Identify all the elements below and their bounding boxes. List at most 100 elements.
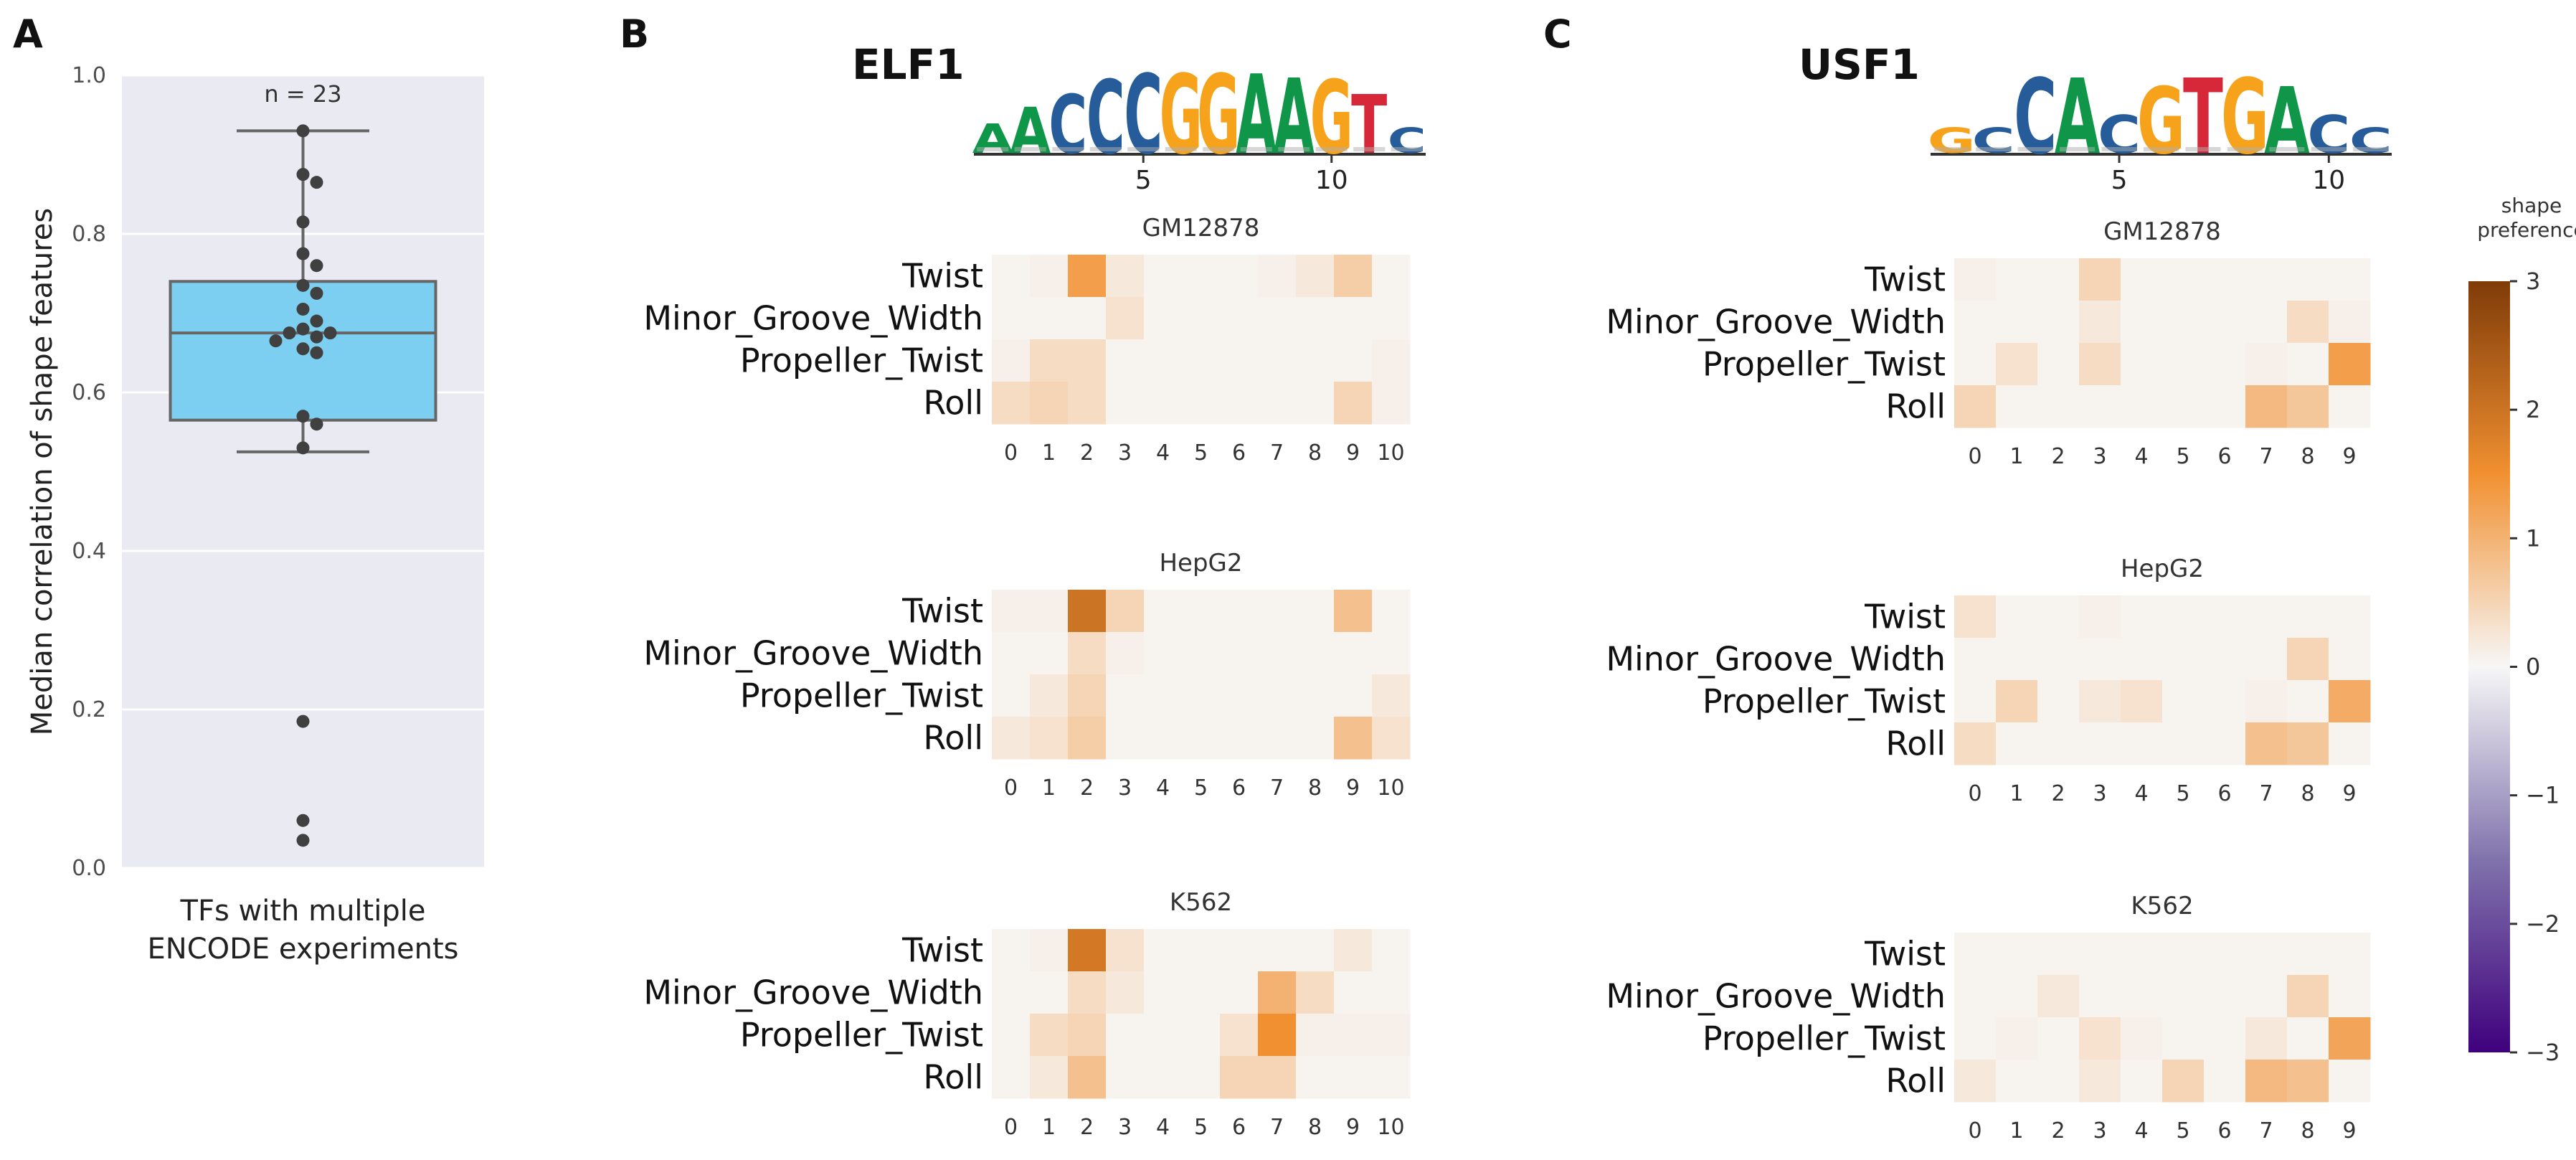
column-label: 6 [1232, 1115, 1246, 1140]
heatmap-cell [2287, 343, 2329, 386]
heatmap-cell [2245, 258, 2288, 301]
heatmap-cell [1954, 638, 1997, 681]
heatmap-cell [2037, 1017, 2080, 1060]
column-label: 1 [2009, 781, 2023, 806]
logo-minor-stack [1391, 147, 1423, 151]
column-label: 7 [2259, 781, 2273, 806]
heatmap-cell [2121, 595, 2163, 638]
heatmap-cell [1220, 339, 1259, 382]
heatmap-cell [2037, 385, 2080, 428]
logo-letter: A [1274, 57, 1315, 177]
heatmap-cell [2245, 933, 2288, 976]
heatmap-cell [1334, 1014, 1373, 1057]
heatmap-cell [2162, 638, 2205, 681]
heatmap-hepg2: HepG2TwistMinor_Groove_WidthPropeller_Tw… [1606, 555, 2371, 806]
heatmap-cell [1182, 1014, 1221, 1057]
logo-letter: A [2055, 57, 2101, 177]
column-label: 0 [1004, 1115, 1018, 1140]
heatmap-cell [1334, 255, 1373, 298]
logo-letter: G [2137, 68, 2185, 175]
heatmap-cell [2037, 933, 2080, 976]
column-label: 8 [1308, 1115, 1322, 1140]
logo-tick-label: 5 [1135, 166, 1152, 195]
heatmap-cell [2037, 595, 2080, 638]
heatmap-cell [1996, 301, 2038, 344]
panel-letter-a: A [13, 11, 43, 57]
heatmap-cell [2121, 722, 2163, 765]
column-label: 3 [2093, 781, 2106, 806]
heatmap-cell [2287, 301, 2329, 344]
heatmap-cell [2329, 1060, 2371, 1103]
heatmap-cell [1996, 1060, 2038, 1103]
heatmap-cell [1334, 929, 1373, 972]
row-label: Twist [1864, 260, 1946, 299]
heatmap-cell [1068, 590, 1107, 633]
heatmap-cell [1106, 590, 1145, 633]
heatmap-cell [1030, 1014, 1069, 1057]
heatmap-cell [992, 632, 1031, 675]
logo-minor-stack [1089, 147, 1122, 151]
heatmap-cell [2079, 933, 2121, 976]
heatmap-cell [2204, 722, 2246, 765]
column-label: 0 [1968, 781, 1981, 806]
heatmap-cell [992, 297, 1031, 340]
colorbar-tick-label: 2 [2526, 396, 2540, 423]
logo-minor-stack [977, 147, 1009, 151]
row-label: Twist [901, 257, 983, 296]
data-point [269, 334, 283, 348]
heatmap-cell [2121, 1017, 2163, 1060]
heatmap-cell [2079, 1017, 2121, 1060]
heatmap-cell [1144, 971, 1183, 1014]
colorbar-tick-label: −3 [2526, 1039, 2560, 1066]
column-label: 7 [1270, 440, 1284, 466]
heatmap-cell [2162, 680, 2205, 723]
column-label: 9 [1346, 775, 1360, 801]
heatmap-cell [2121, 258, 2163, 301]
heatmap-cell [1258, 339, 1297, 382]
column-label: 5 [1194, 775, 1208, 801]
heatmap-gm12878: GM12878TwistMinor_Groove_WidthPropeller_… [1606, 217, 2371, 469]
heatmap-cell [1334, 674, 1373, 717]
logo-minor-stack [2017, 147, 2053, 151]
column-label: 5 [1194, 1115, 1208, 1140]
column-label: 9 [2342, 444, 2356, 469]
logo-letter: G [1197, 52, 1240, 179]
heatmap-cell [1996, 595, 2038, 638]
data-point [310, 286, 323, 300]
heatmap-cell [2329, 680, 2371, 723]
logo-letter: A [972, 116, 1013, 163]
heatmap-cell [2079, 301, 2121, 344]
heatmap-cell [2204, 1017, 2246, 1060]
heatmap-cell [2079, 638, 2121, 681]
data-point [296, 302, 310, 316]
heatmap-cell [1334, 339, 1373, 382]
data-point [310, 314, 323, 328]
row-label: Propeller_Twist [740, 676, 983, 715]
heatmap-cell [2079, 722, 2121, 765]
heatmap-cell [1372, 1056, 1411, 1099]
heatmap-cell [2121, 975, 2163, 1018]
logo-minor-stack [1278, 147, 1310, 151]
data-point [296, 342, 310, 356]
colorbar-tick-label: 1 [2526, 524, 2540, 552]
heatmap-cell [2287, 722, 2329, 765]
heatmap-cell [1030, 717, 1069, 760]
heatmap-cell [2121, 1060, 2163, 1103]
heatmap-cell [1296, 255, 1335, 298]
heatmap-cell [2329, 301, 2371, 344]
heatmap-cell [1182, 632, 1221, 675]
heatmap-cell [2287, 258, 2329, 301]
heatmap-cell [1106, 382, 1145, 425]
data-point [296, 410, 310, 423]
heatmap-cell [1996, 343, 2038, 386]
colorbar-tick-label: 0 [2526, 654, 2540, 681]
heatmap-cell [2079, 1060, 2121, 1103]
heatmap-cell [992, 590, 1031, 633]
heatmap-cell [1144, 1056, 1183, 1099]
heatmap-k562: K562TwistMinor_Groove_WidthPropeller_Twi… [1606, 892, 2371, 1144]
heatmap-cell [1068, 1014, 1107, 1057]
heatmap-cell [1372, 297, 1411, 340]
